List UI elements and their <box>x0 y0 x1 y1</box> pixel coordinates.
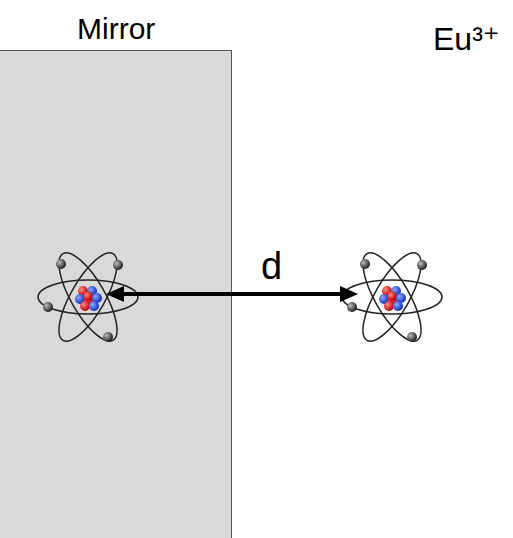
distance-label: d <box>261 246 282 288</box>
europium-atom <box>342 245 442 349</box>
mirror-image-atom <box>38 245 138 349</box>
ion-label: Eu³⁺ <box>433 22 500 57</box>
distance-arrow <box>106 286 358 302</box>
mirror-heading: Mirror <box>77 12 155 45</box>
